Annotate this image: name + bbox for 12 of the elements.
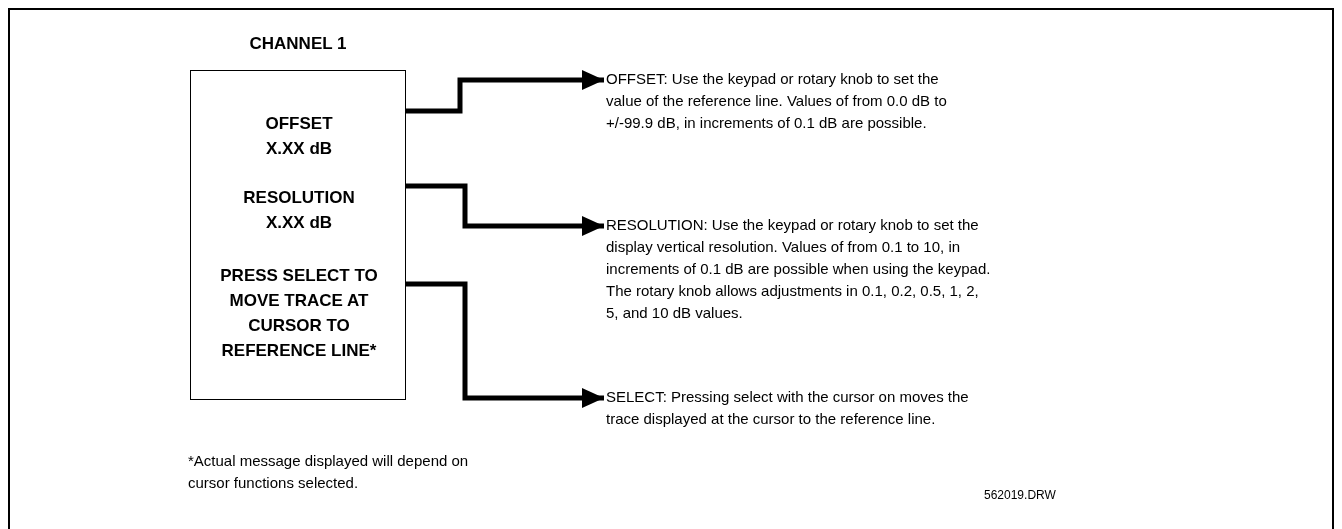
menu-item-text: RESOLUTION X.XX dB [191, 185, 407, 233]
description-text: OFFSET: Use the keypad or rotary knob to set the value of the reference line. Values of from 0.0 dB to +/-99.9 dB, in increments of 0.1 dB are possible. [606, 68, 951, 160]
box-heading: CHANNEL 1 [248, 33, 348, 55]
arrow [406, 70, 604, 114]
arrow [406, 183, 604, 236]
drawing-number: 562019.DRW [984, 487, 1056, 504]
footnote: *Actual message displayed will depend on cursor functions selected. [188, 451, 470, 493]
menu-item-text: OFFSET X.XX dB [191, 111, 407, 159]
menu-item-text: PRESS SELECT TO MOVE TRACE AT CURSOR TO REFERENCE LINE* [191, 263, 407, 391]
description-text: RESOLUTION: Use the keypad or rotary knob to set the display vertical resolution. Values of from 0.1 to 10, in increments of 0.1 dB are possible when using the keypad. The rotary knob allows adjustments in 0.1, 0.2, 0.5, 1, 2, 5, and 10 dB values. [606, 214, 991, 330]
description-text: SELECT: Pressing select with the cursor on moves the trace displayed at the cursor to the reference line. [606, 386, 971, 434]
arrow [406, 281, 604, 408]
